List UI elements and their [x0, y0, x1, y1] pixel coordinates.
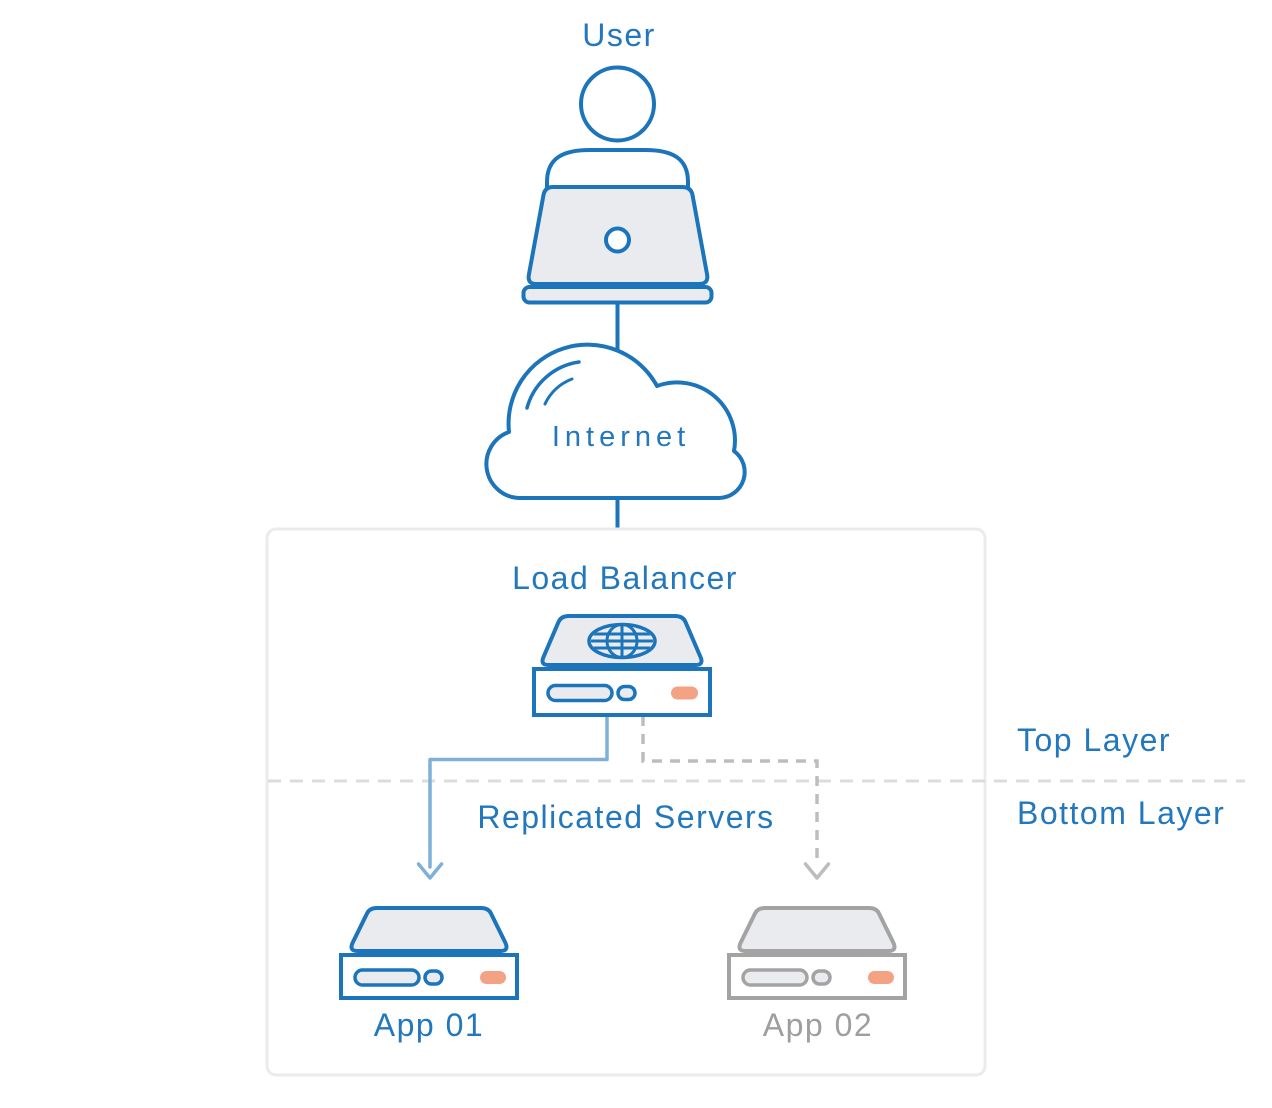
- user-shoulders: [545, 148, 690, 196]
- app02-server-icon: [727, 906, 907, 1000]
- cloud-outline: [484, 342, 747, 500]
- server-button: [811, 969, 832, 986]
- server-led: [868, 971, 894, 984]
- server-slot: [353, 968, 421, 987]
- server-button: [423, 969, 444, 986]
- cloud-highlight-outer: [525, 360, 581, 410]
- app01-server-icon: [339, 906, 519, 1000]
- globe-icon: [587, 622, 657, 660]
- server-slot: [546, 683, 614, 703]
- internet-cloud-icon: [484, 342, 747, 500]
- cloud-highlight-inner: [543, 377, 574, 406]
- server-led: [480, 971, 506, 984]
- load-balancer-label: Load Balancer: [512, 560, 738, 596]
- server-led: [671, 686, 698, 700]
- bottom-layer-label: Bottom Layer: [1017, 795, 1226, 831]
- server-top: [349, 906, 509, 953]
- user-icon: [521, 65, 714, 305]
- app01-label: App 01: [373, 1007, 485, 1043]
- down-arrow-icon: [803, 862, 831, 880]
- server-top: [737, 906, 897, 953]
- laptop-icon: [521, 185, 714, 305]
- app02-label: App 02: [762, 1007, 874, 1043]
- laptop-logo: [604, 226, 631, 254]
- server-slot: [741, 968, 809, 987]
- internet-label: Internet: [551, 421, 691, 453]
- laptop-base: [521, 285, 714, 305]
- connector-to-app01: [416, 714, 609, 880]
- replicated-servers-label: Replicated Servers: [477, 799, 775, 835]
- user-head: [579, 65, 656, 143]
- user-label: User: [582, 17, 656, 53]
- top-layer-label: Top Layer: [1017, 722, 1172, 758]
- load-balancer-icon: [532, 614, 712, 717]
- connector-to-app02: [641, 716, 831, 880]
- layers-box: [265, 527, 987, 1077]
- server-button: [616, 684, 637, 702]
- down-arrow-icon: [416, 862, 444, 880]
